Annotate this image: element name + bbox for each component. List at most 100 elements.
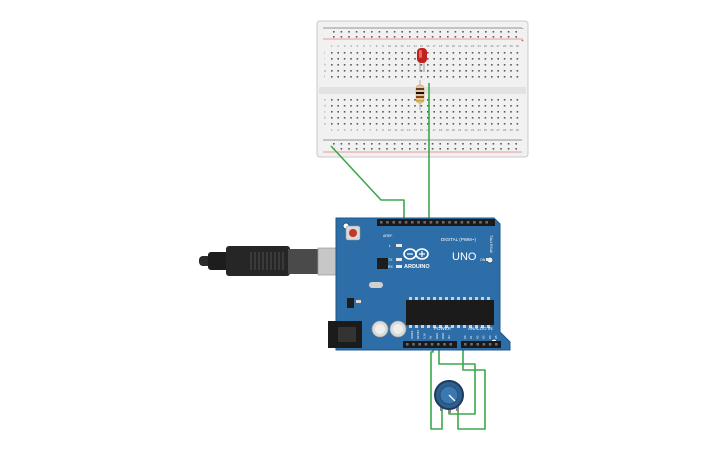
breadboard-hole[interactable] [433,123,435,125]
rail-hole[interactable] [485,31,487,33]
breadboard-hole[interactable] [337,99,339,101]
breadboard-hole[interactable] [503,99,506,101]
breadboard-hole[interactable] [356,117,359,119]
rail-hole[interactable] [477,143,479,145]
rail-hole[interactable] [469,31,472,33]
breadboard-hole[interactable] [388,99,391,101]
breadboard-hole[interactable] [388,52,391,54]
breadboard-hole[interactable] [382,64,384,66]
breadboard-hole[interactable] [363,111,365,113]
rail-hole[interactable] [416,36,419,38]
rail-hole[interactable] [348,148,350,150]
breadboard-hole[interactable] [503,64,506,66]
breadboard-hole[interactable] [503,76,506,78]
breadboard-hole[interactable] [497,117,499,119]
breadboard-hole[interactable] [446,58,448,60]
breadboard-hole[interactable] [484,64,487,66]
rail-hole[interactable] [454,148,457,150]
breadboard-hole[interactable] [388,76,391,78]
header-pin[interactable] [398,221,402,224]
breadboard-hole[interactable] [369,123,371,125]
breadboard-hole[interactable] [369,111,371,113]
rail-hole[interactable] [492,143,495,145]
led[interactable] [417,48,427,72]
breadboard-hole[interactable] [356,64,359,66]
breadboard-hole[interactable] [484,117,487,119]
arduino-uno-board[interactable]: DIGITAL (PWM~) AREF TX▸1 RX◂0 L TX RX ON… [328,217,511,351]
breadboard-hole[interactable] [343,105,346,107]
rail-hole[interactable] [363,148,365,150]
breadboard-hole[interactable] [427,52,429,54]
header-pin[interactable] [404,221,408,224]
breadboard-hole[interactable] [465,58,467,60]
breadboard-hole[interactable] [343,58,346,60]
breadboard-hole[interactable] [503,52,506,54]
breadboard-hole[interactable] [433,58,435,60]
rail-hole[interactable] [515,31,517,33]
rail-hole[interactable] [355,148,358,150]
breadboard-hole[interactable] [439,117,442,119]
breadboard-hole[interactable] [420,117,423,119]
breadboard-hole[interactable] [497,70,499,72]
breadboard-hole[interactable] [331,64,333,66]
rail-hole[interactable] [515,143,517,145]
rail-hole[interactable] [386,148,388,150]
breadboard-hole[interactable] [331,111,333,113]
breadboard-hole[interactable] [388,117,391,119]
rail-hole[interactable] [348,36,350,38]
breadboard-hole[interactable] [452,64,455,66]
breadboard-hole[interactable] [452,105,455,107]
breadboard-hole[interactable] [388,105,391,107]
breadboard-hole[interactable] [388,123,391,125]
breadboard-hole[interactable] [331,117,333,119]
breadboard-hole[interactable] [491,70,493,72]
breadboard-hole[interactable] [395,117,397,119]
breadboard-hole[interactable] [337,117,339,119]
breadboard-hole[interactable] [382,99,384,101]
breadboard-hole[interactable] [433,99,435,101]
breadboard-hole[interactable] [350,76,352,78]
breadboard-hole[interactable] [356,52,359,54]
rail-hole[interactable] [393,36,396,38]
breadboard-hole[interactable] [375,58,378,60]
breadboard-hole[interactable] [484,99,487,101]
rail-hole[interactable] [393,148,396,150]
rail-hole[interactable] [477,148,479,150]
breadboard-hole[interactable] [427,117,429,119]
breadboard-hole[interactable] [427,70,429,72]
breadboard-hole[interactable] [407,123,410,125]
breadboard-hole[interactable] [401,111,403,113]
breadboard-hole[interactable] [395,76,397,78]
rail-hole[interactable] [447,31,449,33]
breadboard-hole[interactable] [350,123,352,125]
breadboard-hole[interactable] [343,64,346,66]
rail-hole[interactable] [355,36,358,38]
header-pin[interactable] [479,221,482,224]
breadboard-hole[interactable] [369,70,371,72]
breadboard-hole[interactable] [491,58,493,60]
breadboard-hole[interactable] [420,111,423,113]
breadboard-hole[interactable] [388,64,391,66]
rail-hole[interactable] [431,36,434,38]
rail-hole[interactable] [469,148,472,150]
rail-hole[interactable] [409,31,411,33]
breadboard-hole[interactable] [446,117,448,119]
rail-hole[interactable] [439,143,441,145]
breadboard-hole[interactable] [420,64,423,66]
header-pin[interactable] [386,221,389,224]
breadboard-hole[interactable] [478,76,480,78]
header-pin[interactable] [442,221,445,224]
rail-hole[interactable] [424,148,426,150]
breadboard-hole[interactable] [491,123,493,125]
breadboard-hole[interactable] [433,70,435,72]
breadboard-hole[interactable] [401,76,403,78]
rail-hole[interactable] [386,31,388,33]
breadboard-hole[interactable] [497,64,499,66]
breadboard-hole[interactable] [516,105,519,107]
breadboard-hole[interactable] [350,111,352,113]
rail-hole[interactable] [416,31,419,33]
breadboard-hole[interactable] [516,111,519,113]
breadboard-hole[interactable] [497,52,499,54]
breadboard-hole[interactable] [337,76,339,78]
breadboard-hole[interactable] [427,58,429,60]
